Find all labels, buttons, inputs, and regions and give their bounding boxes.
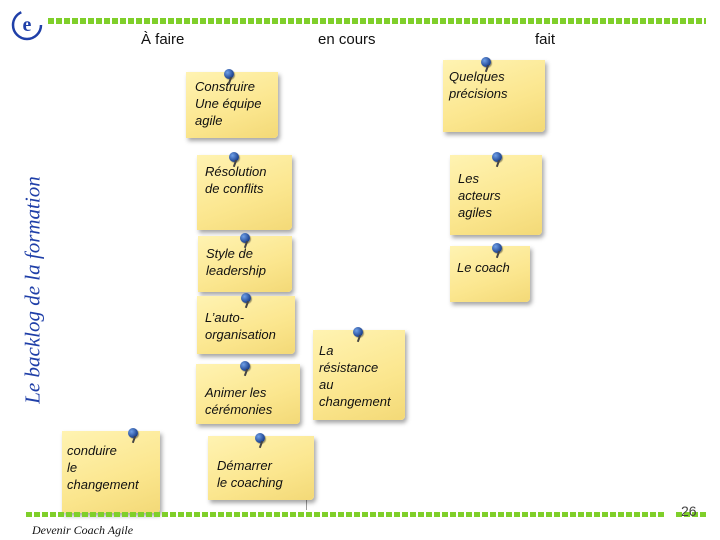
note-text: conduire le changement bbox=[67, 443, 139, 492]
note-text: Les acteurs agiles bbox=[458, 171, 501, 220]
note-auto-organisation: L’auto- organisation bbox=[197, 293, 295, 354]
note-text: Résolution de conflits bbox=[205, 164, 267, 196]
bottom-rule bbox=[26, 512, 666, 517]
note-le-coach: Le coach bbox=[450, 243, 530, 302]
page-number: 26 bbox=[681, 503, 697, 519]
column-header-todo: À faire bbox=[141, 31, 185, 48]
note-text: Construire Une équipe agile bbox=[195, 79, 262, 128]
column-separator bbox=[306, 498, 307, 510]
vertical-title: Le backlog de la formation bbox=[20, 176, 45, 404]
svg-text:e: e bbox=[23, 14, 32, 36]
push-pin-icon bbox=[229, 152, 239, 162]
push-pin-icon bbox=[492, 243, 502, 253]
note-text: Style de leadership bbox=[206, 246, 266, 278]
push-pin-icon bbox=[492, 152, 502, 162]
push-pin-icon bbox=[255, 433, 265, 443]
push-pin-icon bbox=[353, 327, 363, 337]
note-demarrer-coaching: Démarrer le coaching bbox=[208, 433, 314, 500]
note-acteurs-agiles: Les acteurs agiles bbox=[450, 152, 542, 235]
note-text: La résistance au changement bbox=[319, 343, 391, 409]
note-style-leadership: Style de leadership bbox=[198, 233, 292, 292]
push-pin-icon bbox=[241, 293, 251, 303]
note-text: Le coach bbox=[457, 260, 510, 275]
push-pin-icon bbox=[481, 57, 491, 67]
push-pin-icon bbox=[240, 233, 250, 243]
bottom-rule-end bbox=[676, 512, 706, 517]
note-text: L’auto- organisation bbox=[205, 310, 276, 342]
column-header-in-progress: en cours bbox=[318, 31, 376, 48]
push-pin-icon bbox=[128, 428, 138, 438]
note-text: Animer les cérémonies bbox=[205, 385, 273, 417]
top-rule bbox=[48, 18, 706, 24]
note-conduire-changement: conduire le changement bbox=[62, 428, 160, 513]
note-construire-equipe: Construire Une équipe agile bbox=[186, 69, 278, 138]
note-text: Quelques précisions bbox=[449, 69, 508, 101]
push-pin-icon bbox=[240, 361, 250, 371]
note-resistance-changement: La résistance au changement bbox=[313, 327, 405, 420]
note-animer-ceremonies: Animer les cérémonies bbox=[196, 361, 300, 424]
note-resolution-conflits: Résolution de conflits bbox=[197, 152, 292, 230]
note-quelques-precisions: Quelques précisions bbox=[443, 57, 545, 132]
note-text: Démarrer le coaching bbox=[217, 458, 283, 490]
push-pin-icon bbox=[224, 69, 234, 79]
e-logo-icon: e bbox=[11, 9, 43, 41]
column-header-done: fait bbox=[535, 31, 556, 48]
footer-text: Devenir Coach Agile bbox=[32, 523, 134, 537]
